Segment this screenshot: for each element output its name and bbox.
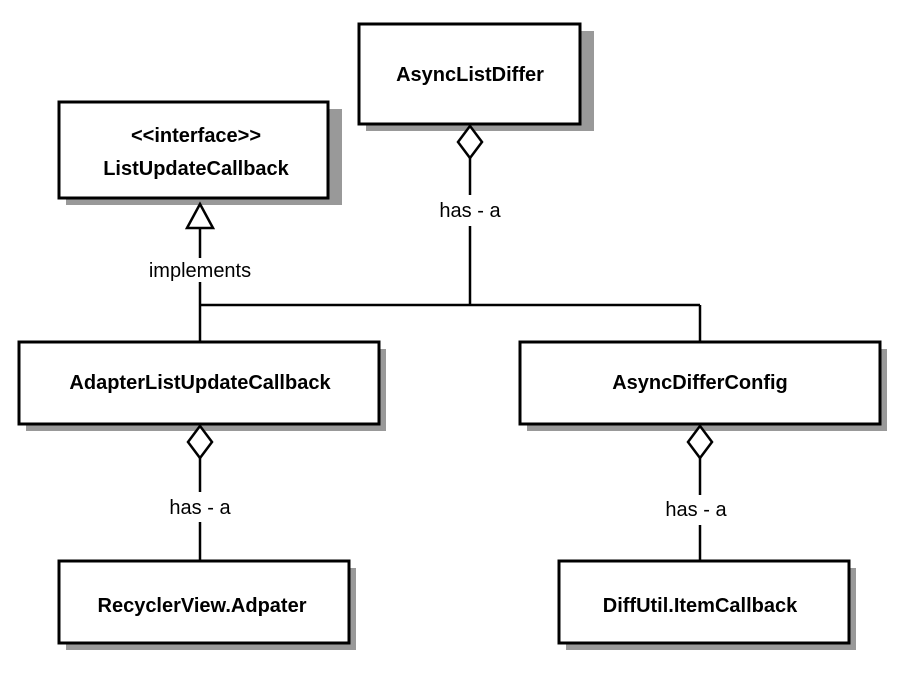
diff-util-item-callback-title: DiffUtil.ItemCallback: [603, 595, 798, 617]
realization-triangle-icon: [184, 201, 216, 230]
aggregation-diamond-config: [686, 423, 714, 461]
adapter-has-a-label: has - a: [169, 497, 231, 519]
config-has-a-label: has - a: [665, 499, 727, 521]
list-update-callback-box: [57, 100, 330, 200]
adapter-list-update-callback-box: [17, 340, 381, 426]
connectors: [198, 157, 702, 560]
recycler-view-adapter-box: [57, 559, 351, 645]
aggregation-diamond-adapter: [186, 423, 214, 461]
async-list-differ-title: AsyncListDiffer: [396, 64, 544, 86]
implements-label: implements: [149, 260, 251, 282]
adapter-list-update-callback-title: AdapterListUpdateCallback: [69, 372, 331, 394]
async-list-differ-box: [357, 22, 582, 126]
aggregation-diamond-differ: [456, 123, 484, 161]
differ-has-a-label: has - a: [439, 200, 501, 222]
async-differ-config-box: [518, 340, 882, 426]
list-update-callback-title: ListUpdateCallback: [103, 158, 289, 180]
diff-util-item-callback-box: [557, 559, 851, 645]
recycler-view-adapter-title: RecyclerView.Adpater: [98, 595, 307, 617]
interface-stereotype: <<interface>>: [131, 125, 261, 147]
async-differ-config-title: AsyncDifferConfig: [612, 372, 788, 394]
